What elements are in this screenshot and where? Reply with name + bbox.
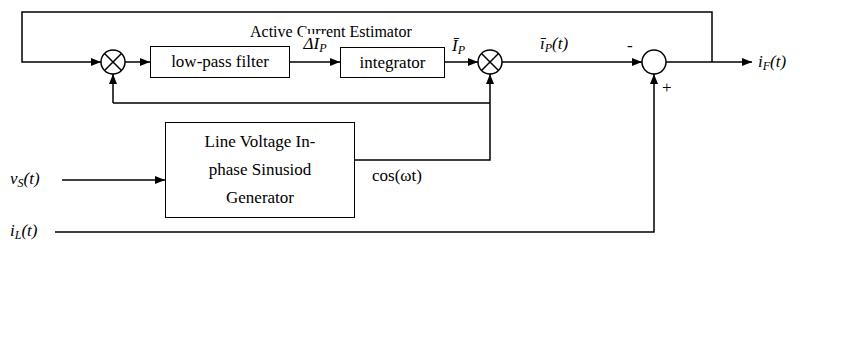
signal-name: īP(t) [540,34,568,58]
multiplier-cross [482,54,499,71]
signal-name: cos(ωt) [372,166,422,186]
multiplier-cross [105,54,122,71]
signal-wire [125,61,150,63]
sign-mark: + [662,78,672,98]
box-label: Line Voltage In-phase Sinusiod Generator [188,128,333,212]
signal-name: iF(t) [758,52,786,76]
block-title: Active Current Estimator [250,22,412,42]
input-wire [55,74,654,232]
reference-wire [112,74,114,103]
input-wire [62,179,165,181]
signal-connector [290,61,340,63]
signal-wire [445,61,478,63]
signal-name: vS(t) [10,169,40,193]
multiplier-symbol [101,50,125,74]
signal-name: iL(t) [10,221,37,245]
reference-wire [355,74,490,160]
signal-name: ĪP [452,36,465,60]
box-label: integrator [359,53,425,73]
generator-box: Line Voltage In-phase Sinusiod Generator [165,122,355,218]
process-box: low-pass filter [150,46,290,78]
signal-name: ΔIP [303,34,328,58]
sign-mark: - [627,36,633,56]
signal-wire [502,61,642,63]
multiplier-symbol [478,50,502,74]
box-label: low-pass filter [171,52,269,72]
summing-junction [642,50,666,74]
reference-wire [113,102,490,104]
output-wire [666,61,752,63]
process-box: integrator [340,47,445,78]
